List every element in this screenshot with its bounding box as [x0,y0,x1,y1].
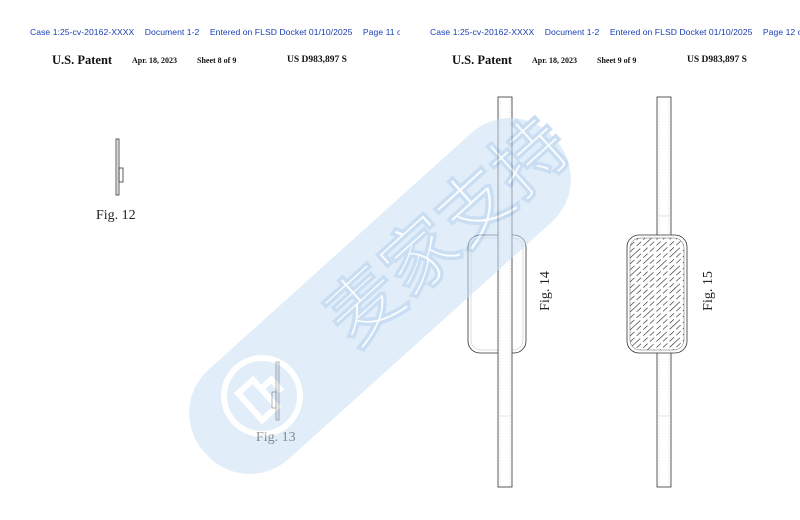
docket-document: Document 1-2 [144,27,200,37]
fig-15-hatch-line [630,261,684,313]
fig-15-hatch-line [630,303,684,350]
fig-15-hatch-line [630,315,684,350]
patent-header: U.S. Patent Apr. 18, 2023 Sheet 8 of 9 U… [0,53,400,67]
fig-15-hatch-line [630,238,684,277]
fig-15-hatch-line [630,333,684,350]
fig-12-label: Fig. 12 [96,208,136,223]
fig-15-hatch-line [630,238,684,271]
patent-number: US D983,897 S [687,55,747,65]
patent-title: U.S. Patent [52,53,113,67]
fig-15-hatch-line [630,238,684,265]
patent-date: Apr. 18, 2023 [132,56,178,65]
fig-13-drawing [271,361,280,421]
patent-number: US D983,897 S [287,55,347,65]
docket-page: Page 12 of 12 [762,27,800,37]
fig-14-drawing [467,96,527,488]
fig-15-hatch-line [630,255,684,307]
fig-15-hatch-line [630,273,684,325]
fig-15-hatch-line [630,297,684,349]
docket-stamp: Case 1:25-cv-20162-XXXX Document 1-2 Ent… [30,27,400,37]
fig-15-drawing [626,96,688,488]
fig-15-label: Fig. 15 [700,271,716,311]
patent-page-left: Case 1:25-cv-20162-XXXX Document 1-2 Ent… [0,27,400,445]
fig-13-label: Fig. 13 [256,430,296,445]
docket-entered: Entered on FLSD Docket 01/10/2025 [609,27,753,37]
patent-title: U.S. Patent [452,53,513,67]
fig-12-drawing [115,138,124,196]
patent-drawings-right [467,96,688,488]
patent-sheet: Sheet 9 of 9 [597,56,637,65]
fig-15-hatch-line [630,238,684,283]
fig-15-hatch-line [630,267,684,319]
fig-15-hatch-line [630,291,684,343]
docket-stamp: Case 1:25-cv-20162-XXXX Document 1-2 Ent… [430,27,800,37]
patent-drawings-left [115,138,280,421]
patent-date: Apr. 18, 2023 [532,56,578,65]
fig-15-hatch-line [630,309,684,350]
fig-15-hatch-line [630,243,684,295]
fig-14-label: Fig. 14 [537,271,553,311]
fig-15-hatch-line [630,279,684,331]
docket-entered: Entered on FLSD Docket 01/10/2025 [209,27,353,37]
patent-sheet: Sheet 8 of 9 [197,56,237,65]
docket-case: Case 1:25-cv-20162-XXXX [30,27,135,37]
patent-header: U.S. Patent Apr. 18, 2023 Sheet 9 of 9 U… [400,53,800,67]
docket-document: Document 1-2 [544,27,600,37]
fig-15-hatch-line [630,249,684,301]
patent-page-right: Case 1:25-cv-20162-XXXX Document 1-2 Ent… [400,0,800,520]
fig-15-hatch-line [630,238,684,289]
fig-15-hatch-line [630,321,684,350]
fig-15-hatch-line [630,238,684,253]
fig-15-hatch-line [630,238,684,259]
docket-case: Case 1:25-cv-20162-XXXX [430,27,535,37]
fig-15-hatch-line [630,285,684,337]
docket-page: Page 11 of 12 [362,27,400,37]
